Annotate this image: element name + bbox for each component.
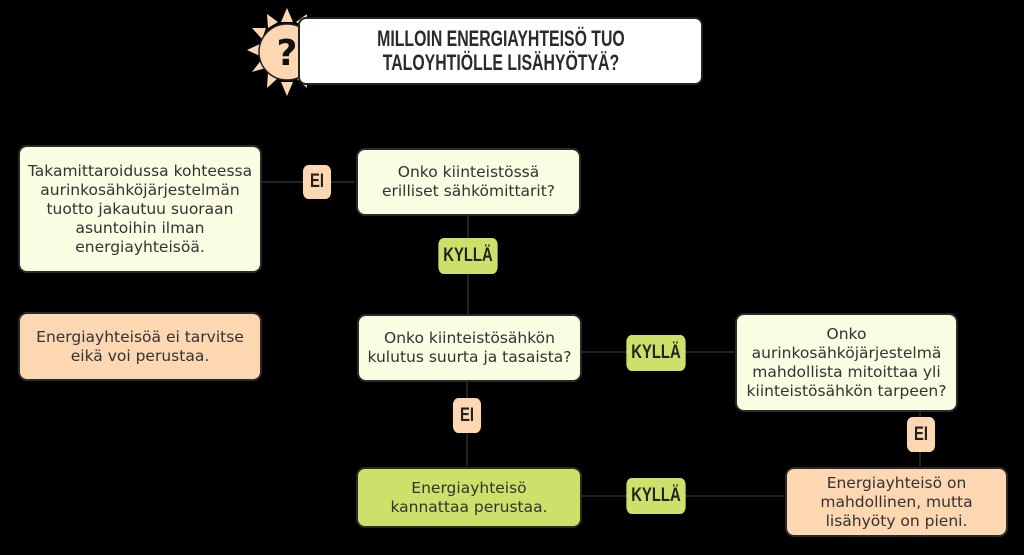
edge-label-yes: KYLLÄ <box>438 238 498 274</box>
edge-label-no: EI <box>452 398 482 433</box>
title-banner: MILLOIN ENERGIAYHTEISÖ TUO TALOYHTIÖLLE … <box>298 17 703 85</box>
question-separate-meters-box: Onko kiinteistössä erilliset sähkömittar… <box>356 148 581 216</box>
page-title: MILLOIN ENERGIAYHTEISÖ TUO TALOYHTIÖLLE … <box>376 26 625 75</box>
edge-label-yes: KYLLÄ <box>626 335 686 371</box>
edge-label-yes: KYLLÄ <box>626 478 686 514</box>
outcome-small-benefit-box: Energiayhteisö on mahdollinen, mutta lis… <box>785 467 1008 537</box>
question-consumption-box: Onko kiinteistösähkön kulutus suurta ja … <box>357 314 582 382</box>
edge-label-no: EI <box>302 165 332 199</box>
question-oversize-box: Onko aurinkosähköjärjestelmä mahdollista… <box>735 313 958 412</box>
outcome-backmetered-box: Takamittaroidussa kohteessa aurinkosähkö… <box>18 145 262 273</box>
edge-label-no: EI <box>906 417 936 452</box>
outcome-not-needed-box: Energiayhteisöä ei tarvitse eikä voi per… <box>18 312 262 381</box>
outcome-worth-it-box: Energiayhteisö kannattaa perustaa. <box>356 467 582 528</box>
svg-text:?: ? <box>277 33 298 74</box>
